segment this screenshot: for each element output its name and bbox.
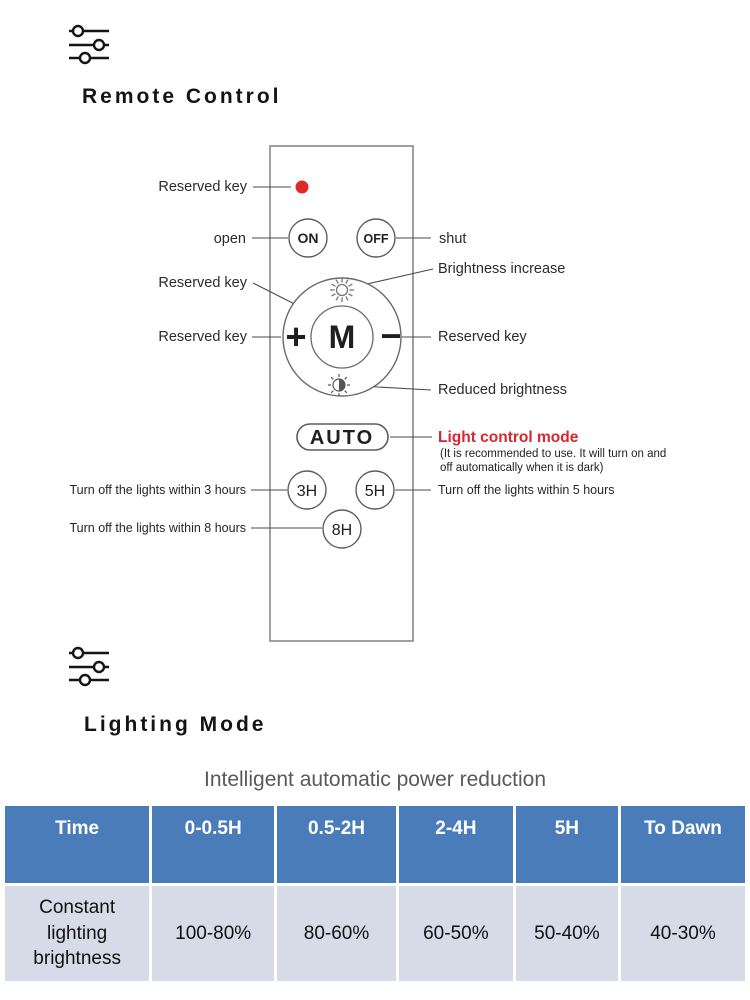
mode-button-label: M (329, 319, 356, 355)
brightness-increase-label: Brightness increase (438, 261, 565, 277)
reserved-key-m-label: Reserved key (158, 275, 247, 291)
shut-label: shut (439, 231, 466, 247)
reserved-key-plus-label: Reserved key (158, 329, 247, 345)
turn-off-3h-label: Turn off the lights within 3 hours (70, 483, 246, 497)
minus-button-label: − (380, 315, 401, 356)
turn-off-5h-label: Turn off the lights within 5 hours (438, 483, 614, 497)
reduced-brightness-label: Reduced brightness (438, 382, 567, 398)
power-reduction-table: Time 0-0.5H 0.5-2H 2-4H 5H To Dawn Const… (2, 803, 748, 984)
table-cell: Constant lighting brightness (5, 886, 150, 981)
table-cell: 40-30% (620, 886, 745, 981)
remote-control-diagram: ON OFF M + − (70, 145, 666, 642)
on-button: ON (288, 218, 328, 258)
table-header-cell: 0-0.5H (152, 806, 275, 883)
sliders-icon (69, 646, 109, 687)
reserved-key-minus-label: Reserved key (438, 329, 527, 345)
brightness-increase-icon (330, 278, 354, 302)
control-pad: M + − (282, 277, 402, 397)
red-indicator-dot (295, 180, 309, 194)
off-button: OFF (356, 218, 396, 258)
timer-3h-label: 3H (297, 483, 317, 500)
auto-button-label: AUTO (310, 427, 374, 449)
table-cell: 50-40% (515, 886, 618, 981)
table-header-cell: 0.5-2H (277, 806, 396, 883)
table-caption: Intelligent automatic power reduction (203, 768, 547, 791)
light-control-note-line2: off automatically when it is dark) (440, 462, 604, 474)
light-control-note-line1: (It is recommended to use. It will turn … (440, 448, 666, 460)
timer-5h-label: 5H (365, 483, 385, 500)
timer-8h-button: 8H (322, 509, 362, 549)
plus-button-label: + (285, 316, 306, 357)
table-cell: 80-60% (277, 886, 396, 981)
turn-off-8h-label: Turn off the lights within 8 hours (70, 521, 246, 535)
on-button-label: ON (298, 230, 319, 246)
table-cell: 60-50% (398, 886, 513, 981)
reserved-key-top-label: Reserved key (158, 179, 247, 195)
table-header-cell: Time (5, 806, 150, 883)
table-header-cell: To Dawn (620, 806, 745, 883)
light-control-mode-label: Light control mode (438, 429, 579, 446)
remote-control-title: Remote Control (82, 85, 282, 108)
auto-button: AUTO (296, 423, 389, 451)
timer-5h-button: 5H (355, 470, 395, 510)
lighting-mode-title: Lighting Mode (84, 713, 267, 736)
off-button-label: OFF (364, 232, 389, 246)
reduced-brightness-icon (328, 374, 350, 396)
table-header-cell: 2-4H (398, 806, 513, 883)
open-label: open (214, 231, 246, 247)
table-cell: 100-80% (152, 886, 275, 981)
sliders-icon (69, 24, 109, 65)
timer-8h-label: 8H (332, 522, 352, 539)
timer-3h-button: 3H (287, 470, 327, 510)
table-header-row: Time 0-0.5H 0.5-2H 2-4H 5H To Dawn (5, 806, 745, 883)
table-header-cell: 5H (515, 806, 618, 883)
table-row: Constant lighting brightness 100-80% 80-… (5, 886, 745, 981)
